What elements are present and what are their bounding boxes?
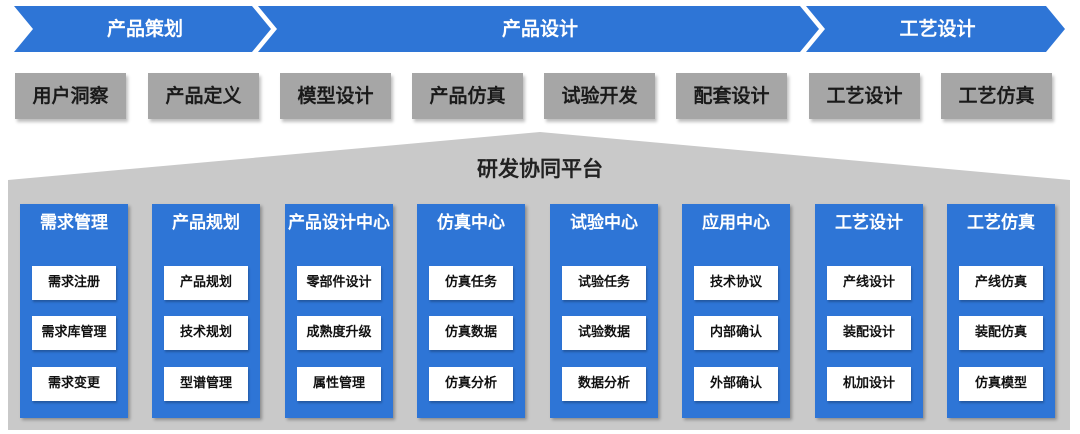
module-process-design: 工艺设计 产线设计 装配设计 机加设计 (815, 204, 923, 418)
module-item: 装配设计 (827, 316, 911, 350)
module-item: 技术规划 (164, 316, 248, 350)
module-item: 需求注册 (32, 266, 116, 300)
module-title: 仿真中心 (437, 213, 505, 233)
stage-test-development: 试验开发 (544, 73, 655, 119)
platform-title: 研发协同平台 (477, 157, 603, 181)
module-item: 需求库管理 (32, 316, 116, 350)
phase-label-planning: 产品策划 (106, 18, 183, 40)
module-item: 零部件设计 (297, 266, 381, 300)
phase-label-process: 工艺设计 (899, 18, 976, 40)
module-title: 产品设计中心 (288, 213, 390, 233)
module-title: 应用中心 (702, 213, 770, 233)
module-item: 技术协议 (694, 266, 778, 300)
platform-background (8, 132, 1070, 430)
module-title: 工艺设计 (835, 213, 903, 233)
module-item: 试验数据 (562, 316, 646, 350)
module-item: 仿真模型 (959, 367, 1043, 401)
module-product-design-center: 产品设计中心 零部件设计 成熟度升级 属性管理 (285, 204, 393, 418)
phase-label-design: 产品设计 (501, 18, 578, 40)
phase-arrow-process (806, 6, 1065, 52)
module-item: 机加设计 (827, 367, 911, 401)
stage-process-simulation: 工艺仿真 (941, 73, 1052, 119)
module-item: 产线设计 (827, 266, 911, 300)
module-item: 成熟度升级 (297, 316, 381, 350)
module-title: 试验中心 (570, 213, 638, 233)
phase-arrow-planning (14, 6, 271, 52)
module-item: 仿真任务 (429, 266, 513, 300)
module-item: 属性管理 (297, 367, 381, 401)
stage-product-simulation: 产品仿真 (412, 73, 523, 119)
module-item: 仿真数据 (429, 316, 513, 350)
module-item: 装配仿真 (959, 316, 1043, 350)
module-simulation-center: 仿真中心 仿真任务 仿真数据 仿真分析 (417, 204, 525, 418)
module-item: 试验任务 (562, 266, 646, 300)
module-test-center: 试验中心 试验任务 试验数据 数据分析 (550, 204, 658, 418)
module-item: 产品规划 (164, 266, 248, 300)
phase-arrow-design (258, 6, 819, 52)
module-title: 工艺仿真 (967, 213, 1035, 233)
stage-product-definition: 产品定义 (148, 73, 259, 119)
module-item: 内部确认 (694, 316, 778, 350)
module-requirements: 需求管理 需求注册 需求库管理 需求变更 (20, 204, 128, 418)
module-title: 产品规划 (172, 213, 240, 233)
module-process-simulation: 工艺仿真 产线仿真 装配仿真 仿真模型 (947, 204, 1055, 418)
phase-arrows (14, 6, 1065, 52)
module-item: 型谱管理 (164, 367, 248, 401)
stage-user-insight: 用户洞察 (15, 73, 126, 119)
module-item: 需求变更 (32, 367, 116, 401)
module-item: 数据分析 (562, 367, 646, 401)
module-application-center: 应用中心 技术协议 内部确认 外部确认 (682, 204, 790, 418)
stage-supporting-design: 配套设计 (676, 73, 787, 119)
module-product-planning: 产品规划 产品规划 技术规划 型谱管理 (152, 204, 260, 418)
stage-process-design: 工艺设计 (809, 73, 920, 119)
stage-model-design: 模型设计 (280, 73, 391, 119)
module-item: 产线仿真 (959, 266, 1043, 300)
module-item: 仿真分析 (429, 367, 513, 401)
module-item: 外部确认 (694, 367, 778, 401)
module-title: 需求管理 (40, 213, 108, 233)
